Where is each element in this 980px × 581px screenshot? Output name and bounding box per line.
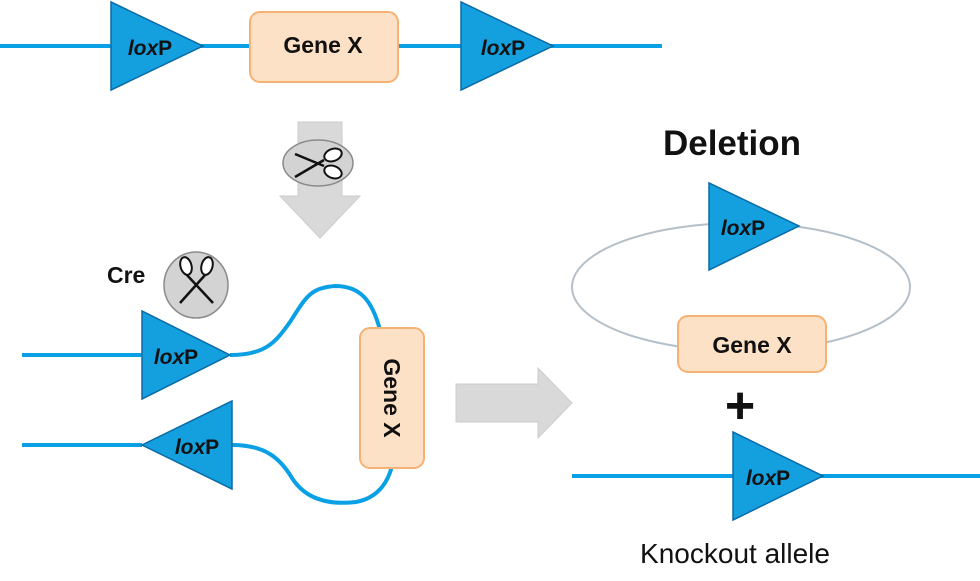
scissors-icon [163, 251, 229, 319]
gene-box [249, 11, 399, 83]
loxp-triangle [110, 0, 205, 92]
gene-box [359, 327, 425, 469]
loxp-triangle [732, 430, 825, 522]
loxp-triangle [460, 0, 555, 92]
gene-box [677, 315, 827, 373]
excised-circle: loxP Gene X [571, 181, 911, 373]
loxp-label: loxP [154, 346, 198, 369]
gene-label: Gene X [712, 332, 792, 358]
knockout-caption: Knockout allele [640, 538, 830, 569]
scissors-icon [282, 139, 354, 187]
loxp-label: loxP [175, 436, 219, 459]
right-arrow [455, 366, 573, 440]
recombination-loop: loxP loxP Gene X [22, 283, 425, 505]
loxp-triangle [141, 309, 232, 401]
dna-strand [231, 443, 394, 505]
cre-label: Cre [107, 262, 145, 288]
loxp-triangle [140, 399, 233, 491]
loxp-label: loxP [481, 37, 525, 60]
loxp-label: loxP [721, 217, 765, 240]
plus-sign: + [725, 377, 755, 435]
loxp-label: loxP [746, 467, 790, 490]
deletion-title: Deletion [663, 124, 801, 163]
loxp-label: loxP [128, 37, 172, 60]
floxed-allele: loxP Gene X loxP [0, 0, 662, 92]
dna-strand [229, 283, 382, 357]
loxp-triangle [708, 181, 801, 272]
gene-label: Gene X [283, 32, 363, 58]
knockout-allele: loxP [572, 430, 980, 522]
gene-label: Gene X [379, 358, 405, 438]
